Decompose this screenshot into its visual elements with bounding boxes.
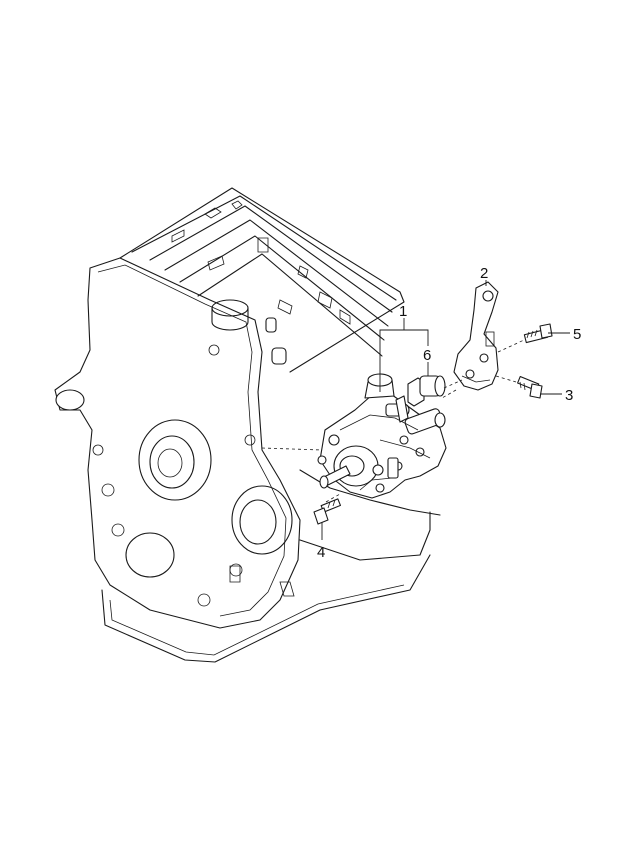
callout-5: 5 bbox=[573, 326, 581, 343]
leader-lines bbox=[321, 280, 570, 540]
callout-1: 1 bbox=[399, 303, 407, 320]
fuel-pump-assembly bbox=[317, 373, 447, 499]
bolt-part-5 bbox=[523, 323, 553, 344]
engine-block bbox=[54, 187, 441, 663]
callout-6: 6 bbox=[423, 347, 431, 364]
callout-4: 4 bbox=[317, 544, 325, 561]
callout-2: 2 bbox=[480, 265, 488, 282]
assembly-guide-lines bbox=[261, 339, 525, 503]
bolt-part-3 bbox=[517, 375, 543, 399]
callout-labels: 1 6 2 5 3 4 bbox=[317, 265, 581, 561]
callout-3: 3 bbox=[565, 387, 573, 404]
mounting-bracket bbox=[453, 281, 499, 391]
connector-fitting bbox=[395, 375, 446, 423]
bolt-part-4 bbox=[313, 498, 342, 525]
